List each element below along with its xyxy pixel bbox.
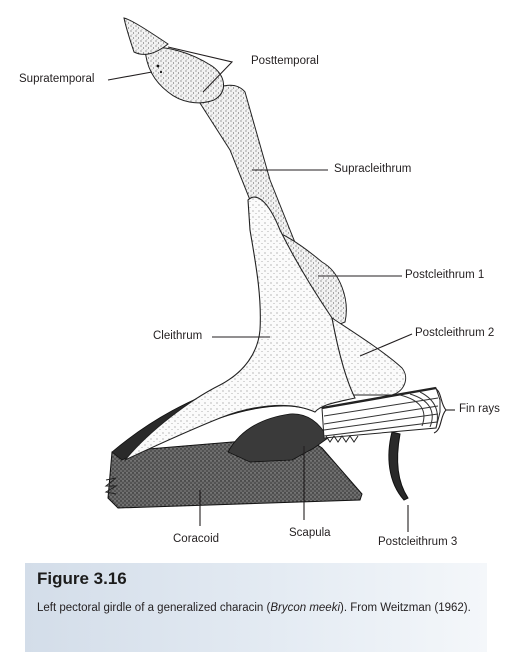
- foramen-dot: [156, 64, 160, 68]
- label-coracoid: Coracoid: [173, 533, 220, 545]
- pectoral-girdle-illustration: Supratemporal Posttemporal Supracleithru…: [19, 17, 500, 548]
- label-cleithrum: Cleithrum: [153, 330, 203, 342]
- caption-text-before: Left pectoral girdle of a generalized ch…: [37, 602, 271, 614]
- label-posttemporal: Posttemporal: [251, 55, 319, 67]
- coracoid-tip-detail: [104, 477, 118, 495]
- cleithrum-bone: [124, 196, 356, 461]
- foramen-dot: [159, 70, 163, 74]
- figure-title: Figure 3.16: [37, 569, 127, 588]
- supratemporal-bone: [123, 17, 169, 55]
- caption-species: Brycon meeki: [270, 602, 341, 614]
- fin-rays-drawing: [321, 386, 441, 443]
- leader-postcleithrum-2: [359, 333, 413, 357]
- bone-drawing: [104, 17, 455, 532]
- caption-text-after: ). From Weitzman (1962).: [340, 602, 471, 614]
- figure-caption-text: Left pectoral girdle of a generalized ch…: [37, 601, 477, 616]
- label-supracleithrum: Supracleithrum: [334, 163, 412, 175]
- label-postcleithrum-3: Postcleithrum 3: [378, 536, 458, 548]
- label-supratemporal: Supratemporal: [19, 73, 95, 85]
- label-scapula: Scapula: [289, 527, 331, 539]
- label-postcleithrum-1: Postcleithrum 1: [405, 269, 485, 281]
- leader-supratemporal: [107, 71, 153, 81]
- figure-caption-box: Figure 3.16 Left pectoral girdle of a ge…: [25, 563, 487, 652]
- label-fin-rays: Fin rays: [459, 403, 500, 415]
- posttemporal-bone: [144, 46, 224, 104]
- postcleithrum-3-bone: [388, 431, 409, 501]
- label-postcleithrum-2: Postcleithrum 2: [415, 327, 495, 339]
- leader-posttemporal: [167, 46, 234, 93]
